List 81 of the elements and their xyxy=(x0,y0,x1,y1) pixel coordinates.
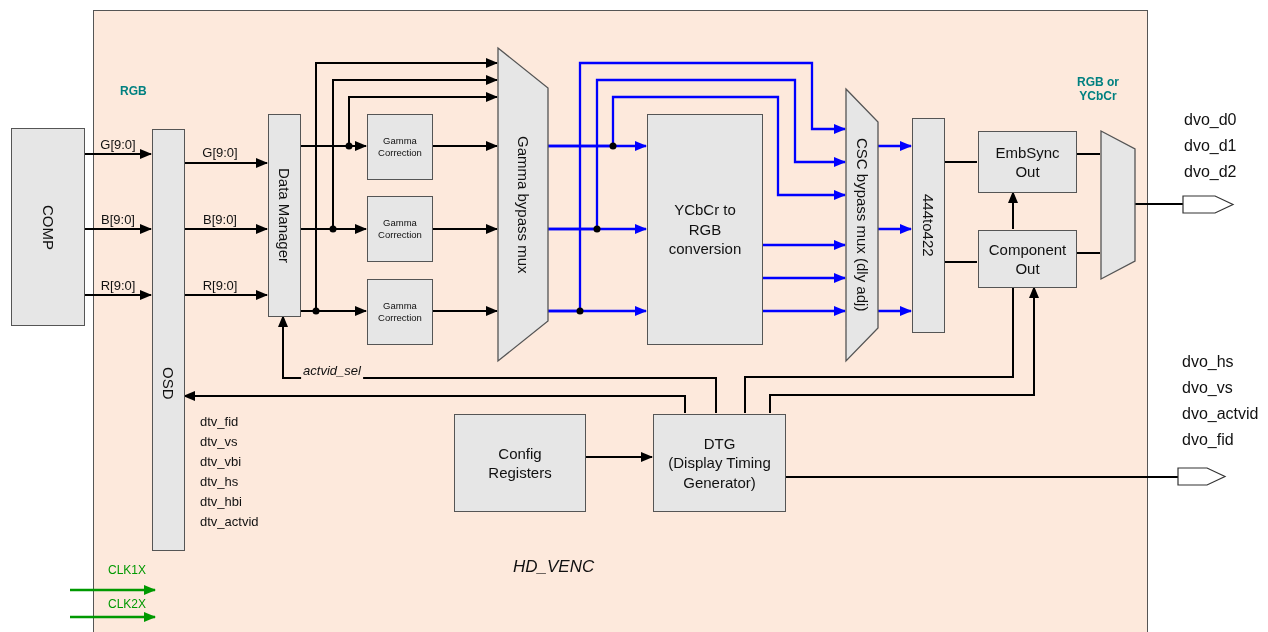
signal-name: dtv_vbi xyxy=(200,454,242,470)
port-signal-name: dvo_hs xyxy=(1182,352,1234,372)
arrow xyxy=(299,75,498,230)
arrow xyxy=(84,290,152,300)
block-label: Gamma Correction xyxy=(377,134,423,160)
block-label: Gamma Correction xyxy=(377,216,423,242)
edge-label: B[9:0] xyxy=(99,212,137,228)
arrow xyxy=(762,240,846,250)
arrow xyxy=(70,612,156,622)
connector-line xyxy=(784,476,1179,478)
block-label: Component Out xyxy=(987,239,1068,279)
block-label: EmbSync Out xyxy=(994,142,1061,182)
edge-label: R[9:0] xyxy=(98,278,138,294)
edge-label: G[9:0] xyxy=(200,145,240,161)
signal-name: dtv_hbi xyxy=(200,494,242,510)
block-label: 444to422 xyxy=(919,194,939,257)
block-box xyxy=(454,414,586,512)
arrow xyxy=(84,149,152,159)
arrow xyxy=(431,224,498,234)
block-label: COMP xyxy=(38,204,58,250)
connector-line xyxy=(943,261,978,263)
block-box xyxy=(11,128,85,326)
mux-trapezoid xyxy=(846,89,878,361)
signal-name: dtv_vs xyxy=(200,434,238,450)
block-label: Data Manager xyxy=(275,167,295,264)
block-label: YCbCr to RGB conversion xyxy=(667,200,743,259)
arrow xyxy=(762,306,846,316)
block-label: DTG xyxy=(703,433,736,454)
port-signal-name: dvo_d2 xyxy=(1184,162,1237,182)
arrow xyxy=(431,141,498,151)
arrow xyxy=(183,391,686,414)
arrow xyxy=(70,585,156,595)
arrow xyxy=(183,158,268,168)
block-label: Gamma Correction xyxy=(377,299,423,325)
signal-name: dtv_fid xyxy=(200,414,239,430)
block-box xyxy=(912,118,945,333)
block-box xyxy=(268,114,301,317)
connector-line xyxy=(1075,252,1101,254)
connector-line xyxy=(744,286,1014,414)
arrow xyxy=(762,273,846,283)
module-frame xyxy=(93,10,1148,632)
signal-name: dtv_hs xyxy=(200,474,239,490)
port-signal-name: dvo_actvid xyxy=(1182,404,1259,424)
block-box xyxy=(653,414,786,512)
block-label: Gamma bypass mux xyxy=(513,135,533,274)
block-box xyxy=(367,114,433,180)
arrow xyxy=(584,452,653,462)
block-label: Config Registers xyxy=(487,443,553,483)
block-box xyxy=(367,196,433,262)
signal-format-note: RGB xyxy=(120,84,147,99)
block-box xyxy=(152,129,185,551)
port-signal-name: dvo_vs xyxy=(1182,378,1233,398)
block-box xyxy=(978,230,1077,288)
edge-label: B[9:0] xyxy=(201,212,239,228)
port-signal-name: dvo_fid xyxy=(1182,430,1234,450)
block-label: CSC bypass mux (dly adj) xyxy=(852,138,872,312)
block-label: (Display Timing Generator) xyxy=(667,453,772,493)
signal-format-note: RGB or YCbCr xyxy=(1076,75,1120,104)
block-box xyxy=(367,279,433,345)
arrow xyxy=(183,224,268,234)
block-box xyxy=(978,131,1077,193)
port-signal-name: dvo_d1 xyxy=(1184,136,1237,156)
arrow xyxy=(183,290,268,300)
mux-trapezoid xyxy=(498,48,548,361)
signal-name: dtv_actvid xyxy=(200,514,259,530)
block-box xyxy=(647,114,763,345)
arrow xyxy=(1008,191,1018,230)
edge-label: G[9:0] xyxy=(98,137,138,153)
module-title: HD_VENC xyxy=(513,557,595,577)
arrow xyxy=(431,306,498,316)
mux-trapezoid xyxy=(1101,131,1135,279)
output-port xyxy=(1183,196,1233,213)
connector-line xyxy=(1075,153,1101,155)
port-signal-name: dvo_d0 xyxy=(1184,110,1237,130)
arrow xyxy=(84,224,152,234)
edge-label: actvid_sel xyxy=(301,363,363,379)
connector-line xyxy=(943,161,978,163)
output-port xyxy=(1178,468,1225,485)
arrow xyxy=(769,286,1039,414)
edge-label: R[9:0] xyxy=(200,278,240,294)
block-label: OSD xyxy=(159,367,179,400)
